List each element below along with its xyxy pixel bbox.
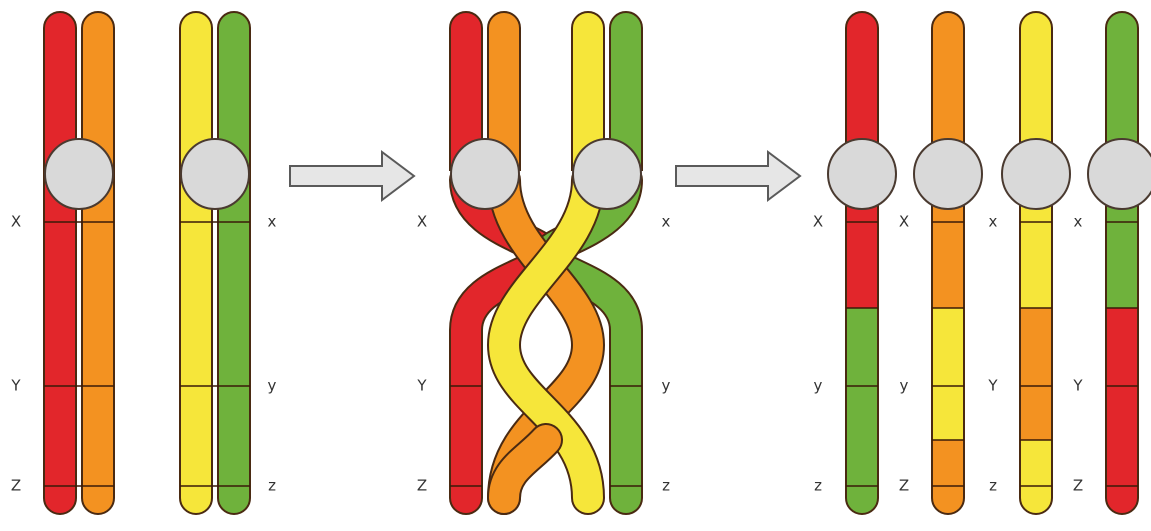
locus-label: y (662, 377, 671, 395)
centromere (827, 138, 897, 210)
chromatid-recombinant-2 (931, 11, 965, 515)
locus-label: x (268, 213, 277, 231)
chromatid-recombinant-3 (1019, 11, 1053, 515)
locus-label: x (1074, 213, 1083, 231)
centromere (913, 138, 983, 210)
locus-label: Y (1072, 377, 1083, 395)
centromere (180, 138, 250, 210)
chromatid-orange-left (81, 11, 115, 515)
locus-label: z (989, 477, 997, 495)
locus-label: y (814, 377, 823, 395)
locus-label: Y (987, 377, 998, 395)
locus-label: y (900, 377, 909, 395)
locus-label: X (899, 213, 909, 231)
locus-label: Y (10, 377, 21, 395)
panel-after: X y z X y Z x Y z x Y Z (813, 11, 1151, 515)
chromatid-green-left (217, 11, 251, 515)
chromatid-red-left (43, 11, 77, 515)
chromatid-recombinant-4 (1105, 11, 1139, 515)
locus-label: Z (11, 477, 21, 495)
centromere (450, 138, 520, 210)
chromatid-yellow-left (179, 11, 213, 515)
chromatid-recombinant-1 (845, 11, 879, 515)
centromere (572, 138, 642, 210)
locus-label: X (813, 213, 823, 231)
locus-label: X (11, 213, 21, 231)
locus-label: y (268, 377, 277, 395)
locus-label: X (417, 213, 427, 231)
panel-before: X Y Z x y z (10, 11, 277, 515)
right-arrow-icon (289, 150, 416, 202)
locus-label: z (814, 477, 822, 495)
right-arrow-icon (675, 150, 802, 202)
centromere (1087, 138, 1151, 210)
locus-label: Z (417, 477, 427, 495)
locus-label: z (268, 477, 276, 495)
locus-label: Y (416, 377, 427, 395)
locus-label: Z (899, 477, 909, 495)
locus-label: z (662, 477, 670, 495)
centromere (1001, 138, 1071, 210)
centromere (44, 138, 114, 210)
panel-crossing: X Y Z x y z (416, 11, 671, 515)
locus-label: Z (1073, 477, 1083, 495)
locus-label: x (662, 213, 671, 231)
locus-label: x (989, 213, 998, 231)
